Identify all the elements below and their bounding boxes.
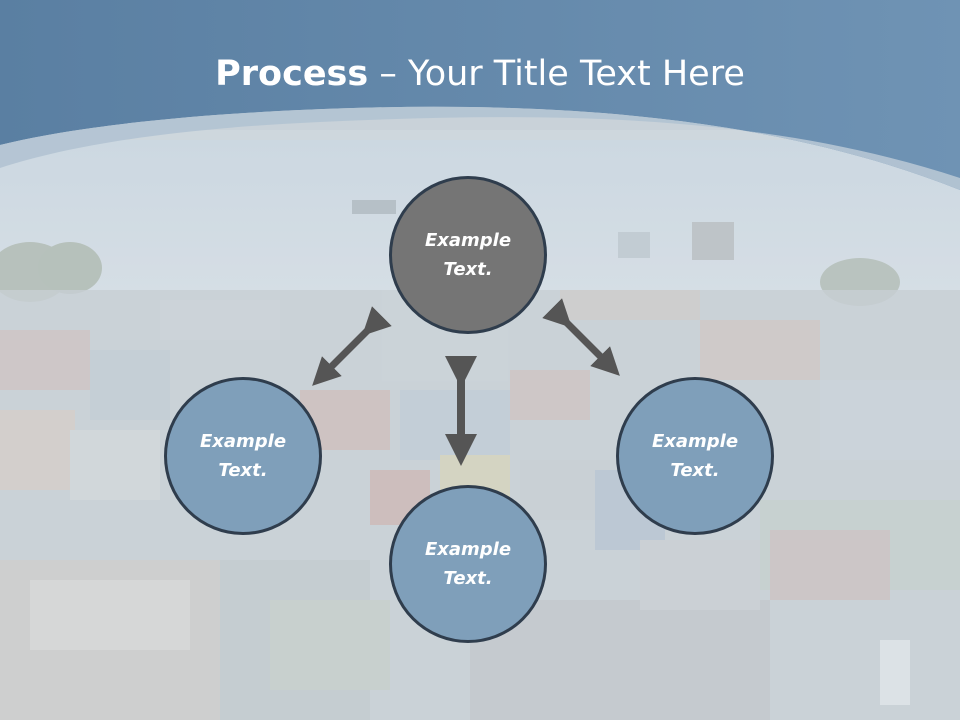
process-circle-bottom-text: Example Text. [424,539,512,589]
process-circle-top-text: Example Text. [424,230,512,280]
process-circle-right-text: Example Text. [651,431,739,481]
arrow-top-right [542,298,620,376]
process-circle-left-text: Example Text. [199,431,287,481]
process-circle-top[interactable]: Example Text. [389,176,547,334]
slide-title: Process – Your Title Text Here [0,50,960,98]
process-circle-right[interactable]: Example Text. [616,377,774,535]
slide-title-bold: Process [215,54,369,94]
process-circle-bottom[interactable]: Example Text. [389,485,547,643]
process-circle-left[interactable]: Example Text. [164,377,322,535]
slide-title-rest: – Your Title Text Here [368,54,745,94]
arrow-top-left [312,306,392,386]
